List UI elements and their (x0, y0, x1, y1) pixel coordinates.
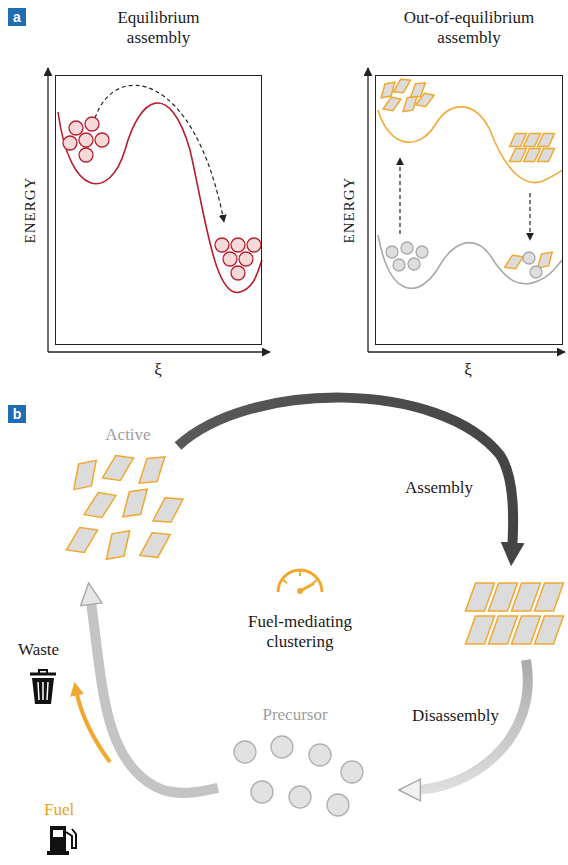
energy-curve (58, 103, 262, 293)
center-label: Fuel-mediating clustering (230, 612, 370, 652)
tile-particle (383, 96, 401, 112)
panel-letter: a (13, 9, 21, 25)
sphere-particle (523, 252, 535, 264)
sphere-particle (79, 148, 93, 162)
sphere-particle (251, 781, 273, 803)
tile-particle (66, 526, 97, 554)
flow-arrow (90, 596, 218, 793)
x-axis (368, 351, 565, 352)
tile-particle (119, 489, 150, 517)
y-axis (367, 68, 368, 352)
sphere-particle (408, 258, 420, 270)
panel-letter: b (13, 406, 22, 422)
sphere-particle (231, 238, 245, 252)
sphere-particle (234, 741, 256, 763)
tile-particle (153, 497, 183, 523)
fuel-pump-icon (47, 826, 76, 855)
panel-label: b (8, 405, 26, 423)
sphere-particle (223, 252, 237, 266)
tile-particle (84, 491, 116, 519)
sphere-particle (85, 117, 99, 131)
state-label: Active (63, 425, 193, 445)
tile-particle (538, 134, 555, 147)
particle-group: Precursor (220, 705, 370, 820)
plot-panel: Equilibrium assembly (55, 8, 262, 345)
panel-label: a (8, 8, 26, 26)
y-axis (47, 68, 48, 352)
particle-group: Active (63, 425, 193, 580)
step-label: Assembly (405, 478, 473, 498)
plot-panel: Out-of-equilibrium assembly (375, 8, 563, 345)
assembly-arrow (178, 398, 513, 552)
sphere-particle (69, 121, 83, 135)
sphere-particle (215, 238, 229, 252)
sphere-particle (416, 246, 428, 258)
tile-particle (102, 454, 133, 482)
axis-label: ENERGY (20, 177, 40, 244)
axis-label: ξ (154, 360, 162, 380)
sphere-particle (95, 133, 109, 147)
sphere-particle (79, 133, 93, 147)
sphere-particle (393, 259, 405, 271)
transition-arrow (399, 158, 400, 234)
plot-frame (375, 75, 563, 345)
fuel-label: Fuel (44, 800, 74, 820)
waste-bin-icon (30, 670, 56, 704)
tile-particle (140, 532, 170, 559)
sphere-particle (327, 794, 349, 816)
axis-label: ξ (464, 360, 472, 380)
plot-title: Out-of-equilibrium assembly (394, 8, 544, 48)
gauge-icon (278, 570, 322, 594)
tile-particle (536, 252, 555, 268)
sphere-particle (63, 136, 77, 150)
sphere-particle (271, 736, 293, 758)
tile-particle (505, 254, 524, 269)
state-label: Precursor (220, 705, 370, 725)
sphere-particle (386, 246, 398, 258)
transition-arrow (529, 193, 530, 240)
plot-title: Equilibrium assembly (99, 8, 219, 48)
tile-particle (102, 531, 134, 559)
sphere-particle (239, 252, 253, 266)
tile-particle (69, 460, 101, 489)
sphere-particle (231, 266, 245, 280)
x-axis (48, 351, 270, 352)
sphere-particle (289, 786, 311, 808)
sphere-particle (530, 266, 542, 278)
axis-label: ENERGY (339, 177, 359, 244)
tile-particle (538, 149, 555, 162)
tile-particle (393, 79, 410, 93)
energy-curve (378, 235, 562, 288)
tile-particle (416, 92, 434, 108)
sphere-particle (309, 744, 331, 766)
sphere-particle (401, 242, 413, 254)
tile-particle (535, 616, 564, 644)
waste-label: Waste (18, 640, 59, 660)
disassembly-arrow (412, 660, 528, 790)
sphere-particle (341, 761, 363, 783)
tile-particle (137, 457, 167, 483)
step-label: Disassembly (412, 706, 499, 726)
tile-particle (535, 583, 564, 611)
transition-arrow (95, 85, 224, 222)
plot-frame (55, 75, 262, 345)
sphere-particle (247, 238, 261, 252)
energy-curve (378, 107, 562, 183)
particles (63, 79, 564, 816)
